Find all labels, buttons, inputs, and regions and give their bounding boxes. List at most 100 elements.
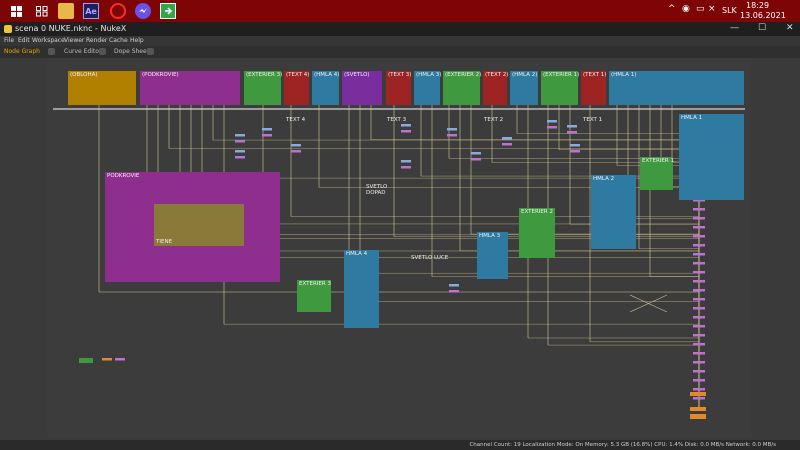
merge-node [693,343,705,346]
merge-node [693,244,705,247]
menu-render[interactable]: Render [86,37,108,44]
menu-viewer[interactable]: Viewer [64,37,85,44]
close-icon[interactable]: ✕ [786,23,794,33]
filter-node [449,290,459,293]
tab-dope-sheet-close-icon[interactable] [147,48,154,55]
backdrop-label: TIENE [156,239,173,245]
filter-node [291,144,301,147]
merge-node [693,226,705,229]
node-graph-canvas[interactable]: (OBLOHA) (PODKROVIE) (EXTERIER 3) (TEXT … [47,62,751,438]
opera-icon[interactable] [110,3,126,19]
menu-workspace[interactable]: Workspace [32,37,65,44]
messenger-icon[interactable] [135,3,151,19]
filter-node [447,128,457,131]
merge-node [693,379,705,382]
backdrop-hmla-4-top[interactable]: (HMLA 4) [312,71,339,105]
backdrop-label: EXTERIER 2 [521,209,553,215]
filter-node [401,130,411,133]
filter-node [471,158,481,161]
merge-node [693,253,705,256]
merge-node [693,388,705,391]
merge-node [693,397,705,400]
backdrop-exterier-3-top[interactable]: (EXTERIER 3) [244,71,283,105]
merge-node [693,370,705,373]
minimize-icon[interactable]: — [730,23,739,33]
menu-edit[interactable]: Edit [18,37,30,44]
backdrop-exterier-1-top[interactable]: (EXTERIER 1) [541,71,579,105]
window-titlebar[interactable]: scena 0 NUKE.nknc - NukeX — ☐ ✕ [0,22,800,36]
filter-node [447,134,457,137]
task-view-icon[interactable] [34,3,50,19]
menu-file[interactable]: File [4,37,15,44]
network-icon[interactable]: ▭ [696,4,705,14]
backdrop-text-2-top[interactable]: (TEXT 2) [483,71,509,105]
tab-node-graph[interactable]: Node Graph [4,48,40,55]
filter-node [567,125,577,128]
clock-date[interactable]: 13.06.2021 [740,11,786,20]
maximize-icon[interactable]: ☐ [758,23,767,33]
panel-tab-bar: Node Graph Curve Editor Dope Sheet [0,46,800,58]
file-explorer-icon[interactable] [58,3,74,19]
backdrop-label: HMLA 1 [681,115,703,121]
backdrop-label: (TEXT 2) [485,72,509,78]
merge-node [693,334,705,337]
backdrop-hmla-1-top[interactable]: (HMLA 1) [609,71,744,105]
menu-help[interactable]: Help [130,37,144,44]
backdrop-svetlo-top[interactable]: (SVETLO) [342,71,382,105]
backdrop-label: EXTERIER 3 [299,281,331,287]
backdrop-text-3-top[interactable]: (TEXT 3) [386,71,411,105]
merge-node [693,307,705,310]
backdrop-exterier-1[interactable]: EXTERIER 1 [640,157,674,190]
filter-node [570,150,580,153]
backdrop-hmla-2[interactable]: HMLA 2 [591,175,636,249]
backdrop-label: (EXTERIER 2) [445,72,482,78]
filter-node [401,160,411,163]
window-title: scena 0 NUKE.nknc - NukeX [15,24,127,33]
filter-node [262,128,272,131]
merge-node [693,316,705,319]
filter-node [235,134,245,137]
sound-muted-icon[interactable]: × [708,4,716,14]
tab-node-graph-close-icon[interactable] [48,48,55,55]
after-effects-icon[interactable]: Ae [83,3,99,19]
backdrop-tiene[interactable]: TIENE [154,204,244,246]
tray-app-icon[interactable]: ◉ [682,4,690,14]
backdrop-hmla-1[interactable]: HMLA 1 [679,114,744,200]
tray-expand-icon[interactable]: ^ [668,4,676,14]
label-svetlo-dopad: SVETLO DOPAD [366,184,388,196]
merge-node [693,298,705,301]
backdrop-label: (HMLA 4) [314,72,340,78]
backdrop-hmla-2-top[interactable]: (HMLA 2) [510,71,538,105]
language-indicator[interactable]: SLK [722,6,737,15]
backdrop-obloha[interactable]: (OBLOHA) [68,71,136,105]
backdrop-label: HMLA 3 [479,233,501,239]
backdrop-exterier-3[interactable]: EXTERIER 3 [297,280,331,312]
backdrop-label: (SVETLO) [344,72,370,78]
tab-curve-editor-close-icon[interactable] [99,48,106,55]
backdrop-hmla-3[interactable]: HMLA 3 [477,232,508,279]
backdrop-exterier-2-top[interactable]: (EXTERIER 2) [443,71,482,105]
merge-node [693,199,705,202]
menu-cache[interactable]: Cache [109,37,128,44]
backdrop-exterier-2[interactable]: EXTERIER 2 [519,208,555,258]
menu-bar: File Edit Workspace Viewer Render Cache … [0,36,800,46]
backdrop-hmla-3-top[interactable]: (HMLA 3) [414,71,441,105]
backdrop-hmla-4[interactable]: HMLA 4 [344,250,379,328]
isolated-node [115,358,125,361]
tab-dope-sheet[interactable]: Dope Sheet [114,48,150,55]
backdrop-text-1-top[interactable]: (TEXT 1) [581,71,606,105]
windows-start-icon[interactable] [8,3,24,19]
backdrop-text-4-top[interactable]: (TEXT 4) [284,71,309,105]
green-arrow-app-icon[interactable] [160,3,176,19]
clock-time[interactable]: 18:29 [746,1,770,10]
label-text-4: TEXT 4 [286,117,306,123]
write-node [690,392,706,396]
label-svetlo-luce: SVETLO LUCE [411,255,449,261]
filter-node [401,166,411,169]
backdrop-label: (EXTERIER 3) [246,72,283,78]
backdrop-small [79,358,93,363]
tab-curve-editor[interactable]: Curve Editor [64,48,102,55]
merge-node [693,208,705,211]
merge-node [693,325,705,328]
backdrop-podkrovie-top[interactable]: (PODKROVIE) [140,71,240,105]
